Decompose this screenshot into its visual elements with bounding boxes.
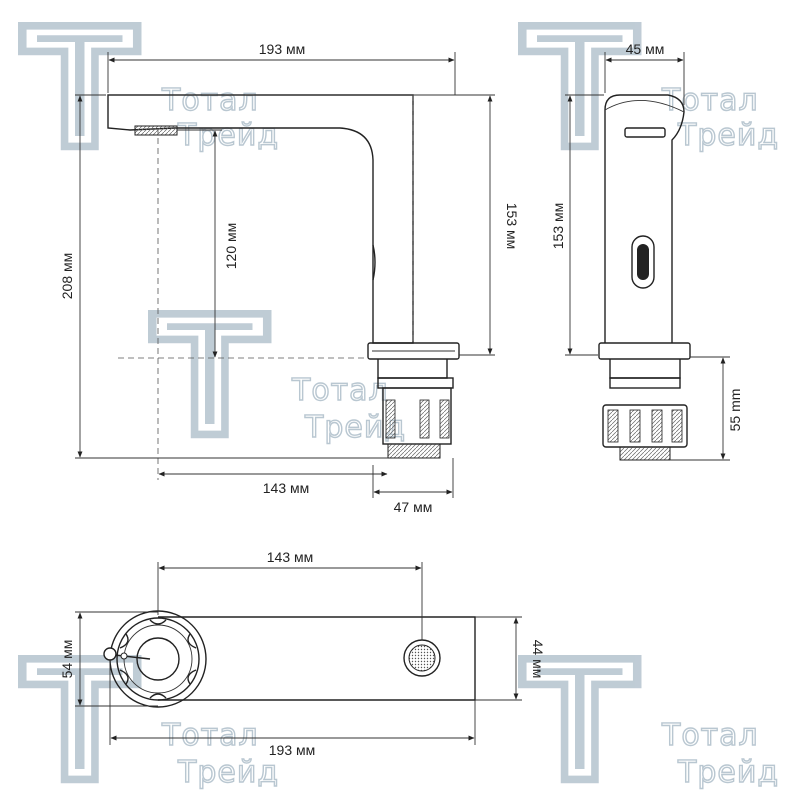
side-dim-height-connector: 55 mm [727,389,743,432]
watermark-text-4a: Тотал [161,718,259,753]
front-dim-height-spout: 120 мм [223,223,239,270]
front-dim-height-body: 153 мм [504,203,520,250]
side-base-ring [598,342,691,360]
front-dim-reach: 143 мм [263,480,310,496]
front-dim-height-total: 208 мм [59,253,75,300]
top-dim-reach: 143 мм [267,549,314,565]
front-dim-base-width: 47 мм [394,499,433,515]
top-dim-length-total: 193 мм [269,742,316,758]
side-aerator [624,127,666,138]
top-dim-spout-width: 44 мм [530,640,546,679]
watermark-text-5b: Трейд [677,755,779,790]
side-thread [619,446,671,461]
top-view: 143 мм 193 мм 54 мм 44 мм [59,549,546,758]
front-thread [387,443,441,459]
watermark-text-1a: Тотал [161,83,259,118]
side-dim-height-body: 153 мм [550,203,566,250]
watermark-text-1b: Трейд [177,118,279,153]
front-base-ring [367,342,460,360]
watermark-text-5a: Тотал [661,718,759,753]
watermark-logo-center [148,310,272,439]
watermark-logo-top-right [518,22,642,151]
top-stem [136,637,180,681]
side-view: 45 мм 153 мм 55 mm [550,41,743,461]
side-faucet-body [604,94,685,343]
watermark-text-4b: Трейд [177,755,279,790]
watermark-text-2b: Трейд [677,118,779,153]
top-lever-knob [103,647,117,661]
watermark-text-3a: Тотал [291,373,389,408]
watermark-text-2a: Тотал [661,83,759,118]
front-nut [377,377,454,389]
front-aerator [134,125,178,136]
front-view: 193 мм 208 мм 120 мм 153 мм 143 мм 47 мм [59,41,520,515]
front-dim-width-top: 193 мм [259,41,306,57]
side-dim-width-top: 45 мм [626,41,665,57]
top-dim-base-diameter: 54 мм [59,640,75,679]
top-spout-outline [158,616,476,701]
